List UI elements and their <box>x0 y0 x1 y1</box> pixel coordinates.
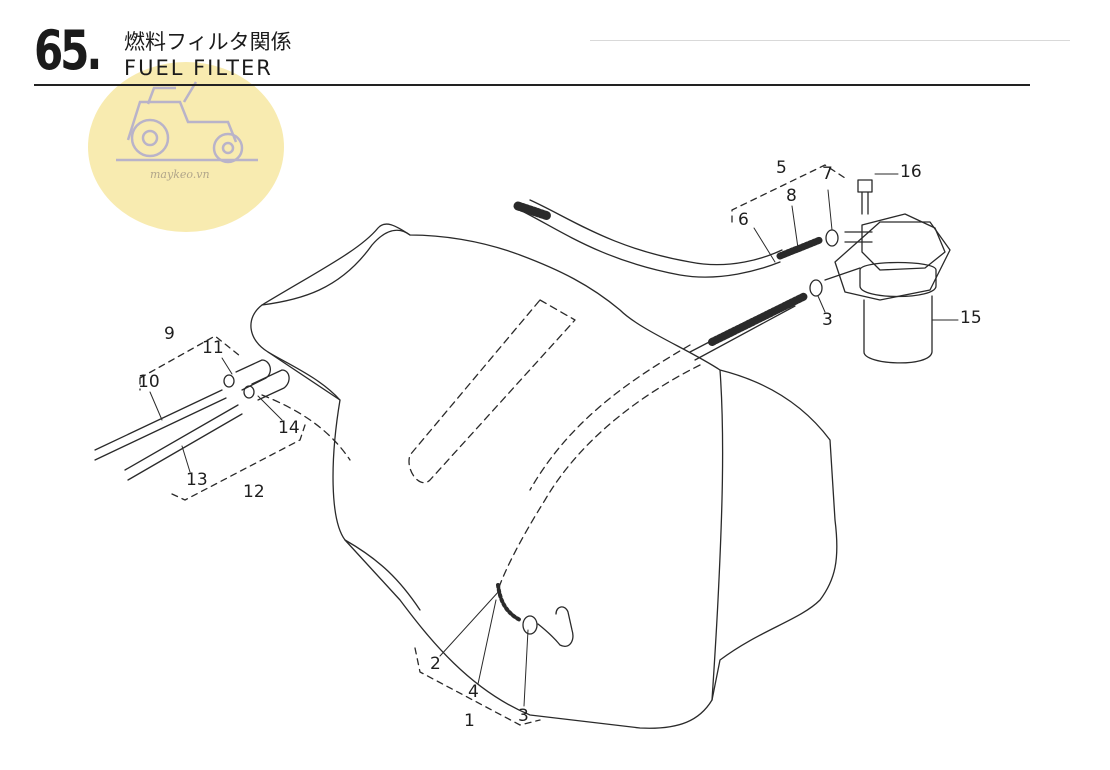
corrugated-hose-lower <box>708 292 809 346</box>
callout-13: 13 <box>186 470 208 490</box>
upper-hose-long <box>519 209 781 278</box>
callout-5: 5 <box>776 158 787 178</box>
upper-hose-long-b <box>529 199 783 266</box>
top-faint-rule <box>590 40 1070 41</box>
callout-11: 11 <box>202 338 224 358</box>
tank-inner-tube <box>408 299 576 484</box>
leader-3-lower <box>523 629 529 707</box>
leader-14 <box>257 395 283 421</box>
callout-6: 6 <box>738 210 749 230</box>
fuel-tank-rear-edge <box>267 351 341 401</box>
filter-inlet-fitting <box>844 231 873 243</box>
watermark-text: maykeo.vn <box>150 168 210 181</box>
group-bracket-9 <box>139 335 241 391</box>
fuel-tank-top-ridge <box>261 229 411 306</box>
callout-16: 16 <box>900 162 922 182</box>
fuel-tank-side-edge <box>711 369 724 701</box>
header-rule <box>34 84 1030 86</box>
hose-clamp-14 <box>243 385 255 399</box>
outlet-corrugated-hose <box>496 583 522 622</box>
leader-10 <box>149 391 163 421</box>
filter-outlet-fitting <box>824 267 861 281</box>
callout-14: 14 <box>278 418 300 438</box>
callout-2: 2 <box>430 654 441 674</box>
callout-4: 4 <box>468 682 479 702</box>
group-bracket-1 <box>414 647 541 726</box>
section-title-jp: 燃料フィルタ関係 <box>124 30 292 54</box>
fuel-tank-lower-edge <box>344 539 421 611</box>
hose-clamp-3-upper <box>809 279 823 297</box>
pipe-10-top <box>94 389 223 451</box>
leader-2 <box>439 589 501 657</box>
leader-13 <box>181 445 191 473</box>
tank-left-feed <box>261 394 351 461</box>
callout-12: 12 <box>243 482 265 502</box>
callout-15: 15 <box>960 308 982 328</box>
corrugated-hose-8 <box>776 236 824 260</box>
leader-7 <box>827 189 833 231</box>
callout-10: 10 <box>138 372 160 392</box>
outlet-elbow <box>537 606 574 647</box>
hose-clamp-7 <box>825 229 839 247</box>
callout-7: 7 <box>822 164 833 184</box>
callout-8: 8 <box>786 186 797 206</box>
leader-11 <box>221 357 233 375</box>
tank-supply-line <box>529 344 691 491</box>
leader-3-upper <box>817 295 826 313</box>
pipe-13-top <box>124 404 239 471</box>
callout-1: 1 <box>464 711 475 731</box>
hose-end-14 <box>251 369 290 401</box>
group-bracket-12 <box>171 424 306 501</box>
leader-8 <box>791 205 799 249</box>
tank-return-line <box>497 364 701 591</box>
filter-head <box>861 213 946 271</box>
section-number: 65. <box>34 19 102 82</box>
group-bracket-5 <box>731 164 846 223</box>
corrugated-hose-upper-end <box>513 201 553 221</box>
leader-4 <box>477 599 497 685</box>
filter-bowl <box>863 295 933 364</box>
pipe-10-bottom <box>94 397 227 461</box>
tractor-watermark-icon <box>88 62 284 232</box>
hose-clamp-11 <box>223 374 235 388</box>
outlet-clamp <box>522 615 538 635</box>
section-title-en: FUEL FILTER <box>124 56 273 80</box>
filter-bowl-rim <box>859 261 937 298</box>
filter-bracket <box>834 221 951 301</box>
air-vent-bolt <box>857 179 873 215</box>
callout-3-lower: 3 <box>518 706 529 726</box>
callout-3-upper: 3 <box>822 310 833 330</box>
leader-6 <box>753 227 776 263</box>
callout-9: 9 <box>164 324 175 344</box>
hose-end-11 <box>235 359 272 391</box>
lower-feed-hose-b <box>694 305 796 361</box>
fuel-tank-outline <box>250 223 838 729</box>
pipe-13-bottom <box>127 413 243 481</box>
